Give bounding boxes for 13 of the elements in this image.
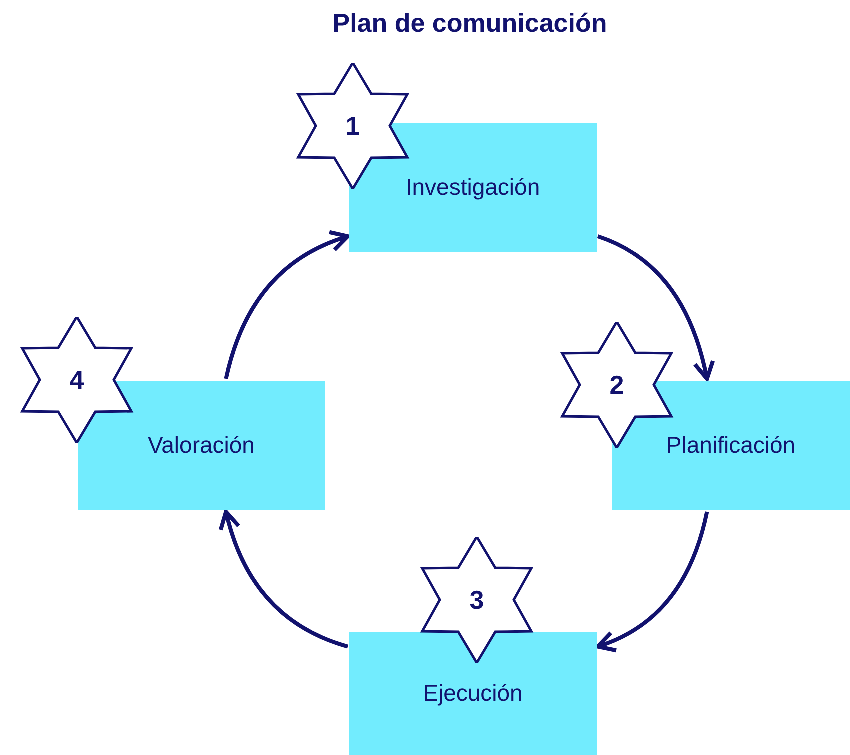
curved-arrow [224, 231, 350, 380]
step-number: 2 [610, 370, 624, 400]
step-label: Ejecución [423, 680, 523, 707]
step-number: 3 [470, 584, 484, 616]
step-label: Investigación [406, 174, 540, 201]
step-label: Valoración [148, 432, 255, 459]
curved-arrow [220, 510, 349, 649]
step-label: Planificación [666, 432, 796, 459]
curved-arrow [596, 512, 710, 652]
diagram-title: Plan de comunicación [332, 8, 608, 39]
curved-arrow [597, 234, 715, 382]
step-number: 1 [346, 110, 360, 142]
step-number: 4 [70, 364, 84, 396]
